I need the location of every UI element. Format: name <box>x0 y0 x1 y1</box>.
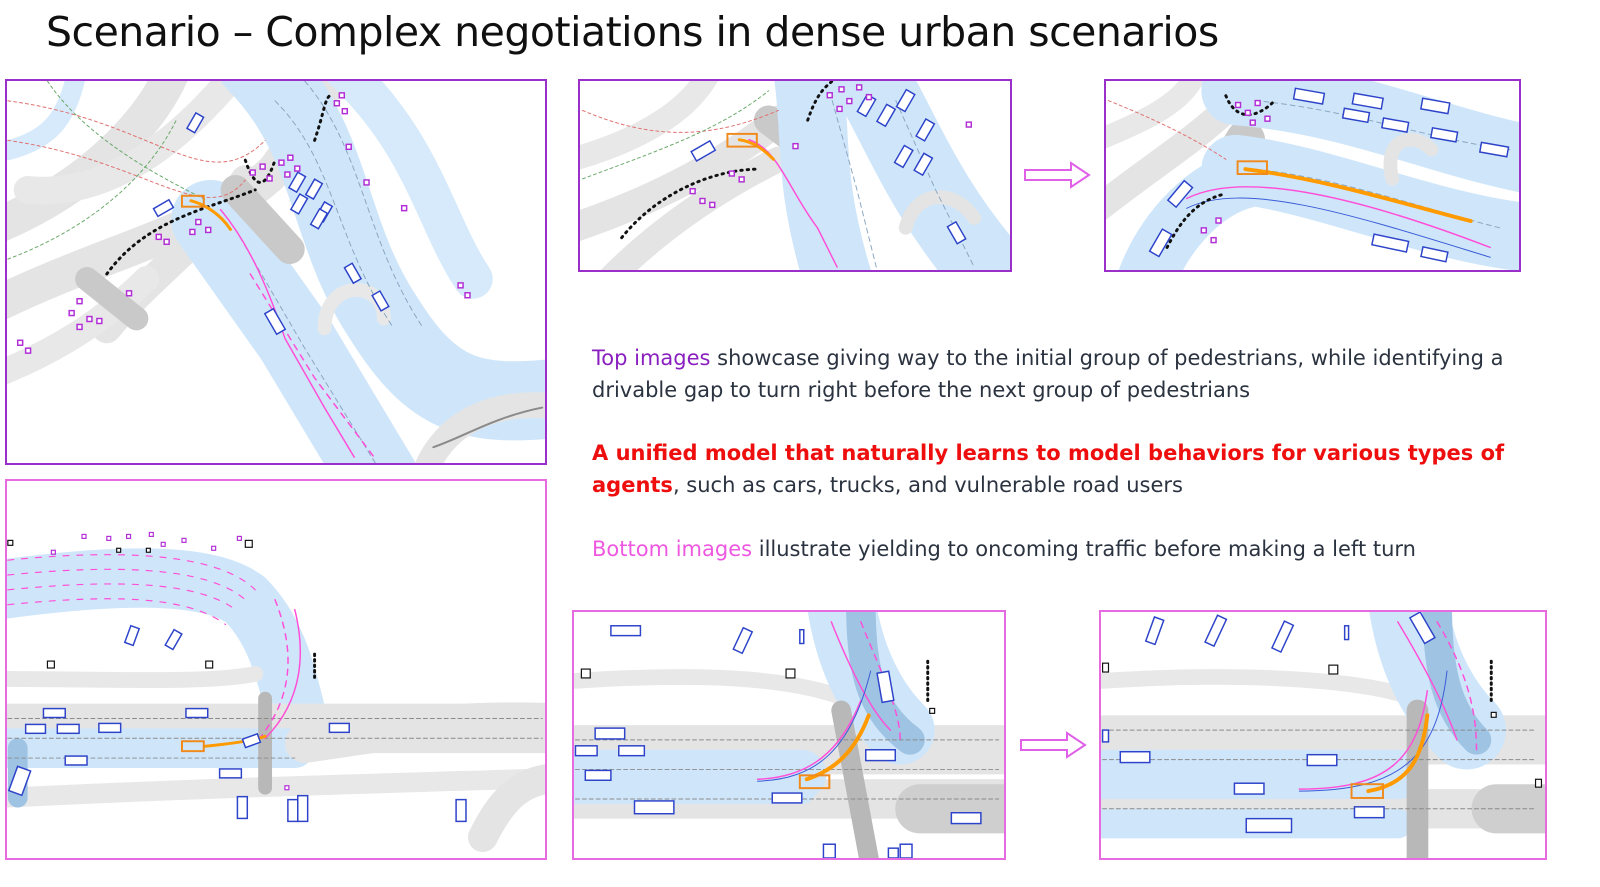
bottom-overview-map-drawing <box>7 531 545 853</box>
caption-bottom-highlight: Bottom images <box>592 537 753 561</box>
caption-top-text: showcase giving way to the initial group… <box>592 346 1504 402</box>
bottom-step2-map <box>1099 610 1547 860</box>
bottom-step1-map-drawing <box>574 612 1004 858</box>
caption-bottom-images: Bottom images illustrate yielding to onc… <box>592 533 1552 565</box>
top-step1-map <box>578 79 1012 272</box>
caption-top-highlight: Top images <box>592 346 711 370</box>
top-overview-map-drawing <box>7 81 545 463</box>
bottom-step1-map <box>572 610 1006 860</box>
caption-unified-model: A unified model that naturally learns to… <box>592 437 1552 501</box>
top-step2-map <box>1104 79 1521 272</box>
caption-unified-highlight: A unified model that naturally learns to… <box>592 441 1505 497</box>
top-step2-map-drawing <box>1106 81 1519 270</box>
top-step1-map-drawing <box>580 81 1010 270</box>
caption-bottom-text: illustrate yielding to oncoming traffic … <box>752 537 1416 561</box>
top-overview-map <box>5 79 547 465</box>
slide-title: Scenario – Complex negotiations in dense… <box>46 8 1219 56</box>
caption-top-images: Top images showcase giving way to the in… <box>592 342 1552 406</box>
bottom-overview-map <box>5 479 547 860</box>
right-arrow-icon <box>1024 161 1091 189</box>
caption-unified-text: , such as cars, trucks, and vulnerable r… <box>672 473 1183 497</box>
right-arrow-icon-2 <box>1020 731 1087 759</box>
bottom-step2-map-drawing <box>1101 612 1545 858</box>
